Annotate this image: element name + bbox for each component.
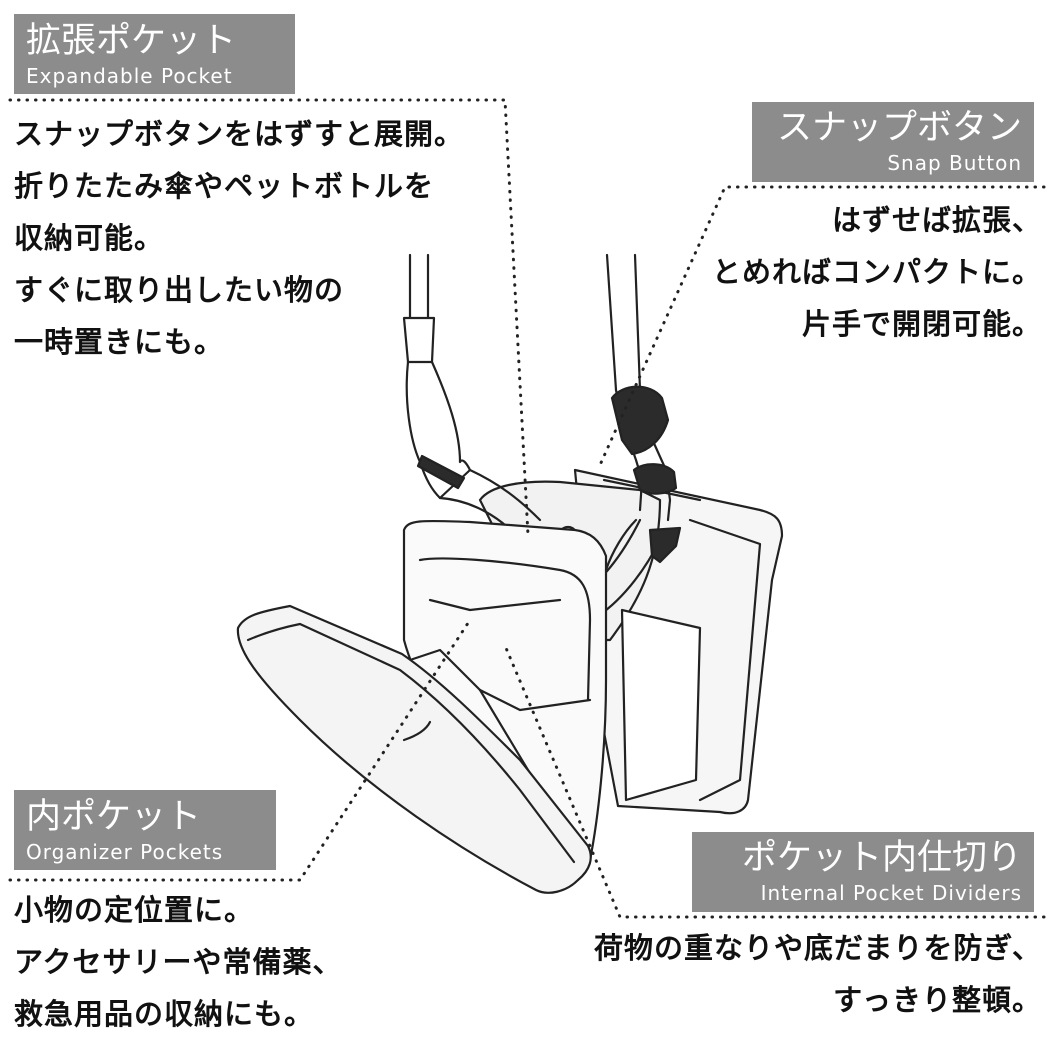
description-line: 荷物の重なりや底だまりを防ぎ、 bbox=[594, 931, 1042, 965]
expandable-pocket-label: 拡張ポケット Expandable Pocket bbox=[14, 14, 295, 94]
description-line: 救急用品の収納にも。 bbox=[14, 997, 315, 1031]
strap-buckle bbox=[416, 385, 682, 572]
expandable-pocket-description: スナップボタンをはずすと展開。 折りたたみ傘やペットボトルを 収納可能。 すぐに… bbox=[14, 108, 464, 368]
description-line: スナップボタンをはずすと展開。 bbox=[14, 117, 465, 151]
internal-dividers-title-en: Internal Pocket Dividers bbox=[760, 881, 1022, 905]
organizer-pockets-title-en: Organizer Pockets bbox=[26, 840, 224, 864]
internal-dividers-description: 荷物の重なりや底だまりを防ぎ、 すっきり整頓。 bbox=[594, 922, 1042, 1026]
description-line: すぐに取り出したい物の bbox=[14, 273, 345, 307]
leader-organizer bbox=[8, 618, 472, 882]
internal-dividers-label: ポケット内仕切り Internal Pocket Dividers bbox=[692, 832, 1034, 912]
description-line: 小物の定位置に。 bbox=[14, 893, 255, 927]
description-line: 収納可能。 bbox=[14, 221, 165, 255]
leader-dividers bbox=[504, 646, 1046, 919]
organizer-pockets-label: 内ポケット Organizer Pockets bbox=[14, 790, 276, 870]
leader-expandable bbox=[8, 98, 530, 537]
description-line: 折りたたみ傘やペットボトルを bbox=[14, 169, 435, 203]
expandable-pocket-title-en: Expandable Pocket bbox=[26, 64, 233, 88]
organizer-pockets-description: 小物の定位置に。 アクセサリーや常備薬、 救急用品の収納にも。 bbox=[14, 884, 343, 1040]
description-line: アクセサリーや常備薬、 bbox=[14, 945, 343, 979]
snap-button-title-jp: スナップボタン bbox=[776, 108, 1022, 148]
snap-button-label: スナップボタン Snap Button bbox=[752, 102, 1034, 182]
internal-dividers-title-jp: ポケット内仕切り bbox=[741, 838, 1022, 878]
expandable-pocket-title-jp: 拡張ポケット bbox=[26, 21, 237, 61]
organizer-pockets-title-jp: 内ポケット bbox=[26, 797, 202, 837]
description-line: すっきり整頓。 bbox=[833, 983, 1042, 1017]
description-line: 一時置きにも。 bbox=[14, 325, 225, 359]
expandable-pocket-flap bbox=[236, 604, 592, 894]
description-line: 片手で開閉可能。 bbox=[801, 307, 1042, 341]
description-line: とめればコンパクトに。 bbox=[711, 255, 1042, 289]
description-line: はずせば拡張、 bbox=[831, 203, 1042, 237]
snap-button-title-en: Snap Button bbox=[887, 151, 1022, 175]
right-strap bbox=[605, 253, 642, 392]
snap-button-description: はずせば拡張、 とめればコンパクトに。 片手で開閉可能。 bbox=[712, 194, 1042, 350]
